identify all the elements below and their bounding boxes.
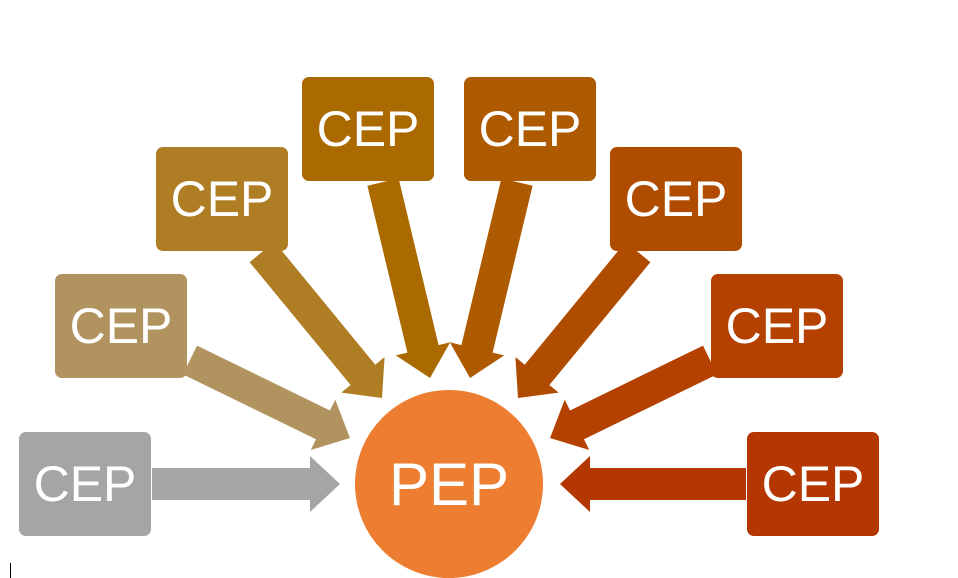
cep-node-5: CEP xyxy=(464,77,596,181)
text-cursor xyxy=(10,563,11,578)
cep-node-1: CEP xyxy=(19,432,151,536)
cep-node-4: CEP xyxy=(302,77,434,181)
arrow-6 xyxy=(515,241,651,398)
cep-node-7: CEP xyxy=(711,274,843,378)
arrow-5 xyxy=(449,178,533,378)
arrow-3 xyxy=(249,241,385,398)
arrow-2 xyxy=(183,345,350,450)
cep-node-2: CEP xyxy=(55,274,187,378)
arrow-4 xyxy=(367,178,451,378)
pep-hub: PEP xyxy=(355,390,543,578)
arrow-1 xyxy=(152,456,340,512)
cep-node-3: CEP xyxy=(156,147,288,251)
arrow-7 xyxy=(550,345,717,450)
cep-node-8: CEP xyxy=(747,432,879,536)
cep-node-6: CEP xyxy=(610,147,742,251)
arrow-8 xyxy=(560,456,746,512)
